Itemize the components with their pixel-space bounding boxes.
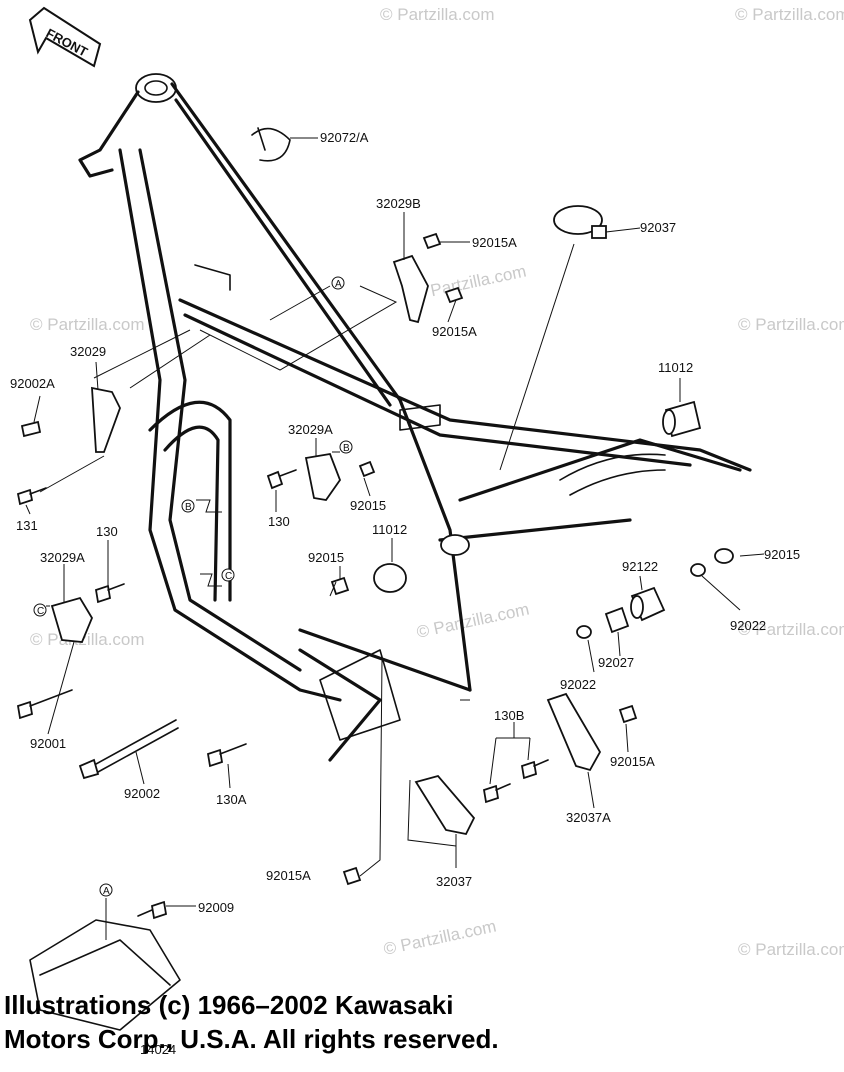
bracket-32029a bbox=[304, 452, 342, 501]
steering-head bbox=[135, 73, 177, 103]
watermark-text: © Partzilla.com bbox=[30, 315, 145, 334]
long-bolt-92002 bbox=[78, 758, 100, 780]
part-label: 92022 bbox=[560, 677, 596, 692]
part-label: 92022 bbox=[730, 618, 766, 633]
bracket-32029a-left bbox=[50, 596, 94, 643]
part-label: 92027 bbox=[598, 655, 634, 670]
part-label: 130 bbox=[268, 514, 290, 529]
ref-marker-a: A bbox=[335, 279, 342, 290]
part-label: 32029 bbox=[70, 344, 106, 359]
part-label: 32037 bbox=[436, 874, 472, 889]
link-32037 bbox=[414, 774, 476, 836]
copyright-line-2: Motors Corp., U.S.A. All rights reserved… bbox=[4, 1024, 499, 1054]
collar-92027 bbox=[604, 606, 630, 634]
nut-92015-right bbox=[714, 548, 734, 564]
part-label: 92009 bbox=[198, 900, 234, 915]
part-label: 32029A bbox=[40, 550, 85, 565]
nut-92015a-bottom bbox=[342, 866, 362, 886]
part-label: 130A bbox=[216, 792, 247, 807]
part-label: 130B bbox=[494, 708, 524, 723]
part-label: 131 bbox=[16, 518, 38, 533]
watermark-text: © Partzilla.com bbox=[382, 917, 498, 959]
part-label: 11012 bbox=[372, 522, 407, 537]
parts bbox=[16, 127, 734, 1031]
diagram-code: 14024 bbox=[140, 1042, 176, 1057]
watermark-text: © Partzilla.com bbox=[30, 630, 145, 649]
front-direction-badge: FRONT bbox=[28, 6, 102, 68]
ref-marker-c: C bbox=[37, 606, 44, 617]
part-label: 32029B bbox=[376, 196, 421, 211]
bracket-32029b bbox=[392, 254, 429, 324]
motorcycle-frame bbox=[78, 73, 752, 762]
bolt-130a bbox=[206, 748, 224, 768]
part-label: 32037A bbox=[566, 810, 611, 825]
nut-part bbox=[444, 286, 464, 304]
leader-lines bbox=[25, 137, 765, 940]
part-label: 92122 bbox=[622, 559, 658, 574]
bolt-part bbox=[20, 420, 42, 438]
ref-marker-c: C bbox=[225, 571, 232, 582]
reference-markers: A A B B C C bbox=[33, 276, 353, 897]
part-label: 11012 bbox=[658, 360, 693, 375]
part-label: 92002 bbox=[124, 786, 160, 801]
part-label: 92015A bbox=[472, 235, 517, 250]
skid-plate bbox=[29, 919, 181, 1031]
watermark-text: © Partzilla.com bbox=[738, 315, 844, 334]
part-label: 92072/A bbox=[320, 130, 369, 145]
watermark-text: © Partzilla.com bbox=[735, 5, 844, 24]
part-label: 32029A bbox=[288, 422, 333, 437]
copyright-notice: Illustrations (c) 1966–2002 Kawasaki Mot… bbox=[4, 988, 499, 1056]
link-32037a bbox=[546, 692, 602, 772]
clamp-part bbox=[251, 127, 291, 162]
washer-92022-right bbox=[690, 563, 706, 577]
copyright-line-1: Illustrations (c) 1966–2002 Kawasaki bbox=[4, 990, 454, 1020]
washer-92022-mid bbox=[576, 625, 592, 639]
part-label: 92001 bbox=[30, 736, 66, 751]
band-clamp-part bbox=[553, 205, 603, 235]
part-label: 92002A bbox=[10, 376, 55, 391]
part-label: 92015A bbox=[610, 754, 655, 769]
bolt-92001 bbox=[16, 700, 34, 720]
cap-part bbox=[373, 563, 407, 593]
part-label: 92015A bbox=[266, 868, 311, 883]
bolt-92009 bbox=[150, 900, 168, 920]
part-label: 92015A bbox=[432, 324, 477, 339]
watermark-text: © Partzilla.com bbox=[738, 940, 844, 959]
ref-marker-b: B bbox=[343, 443, 350, 454]
part-labels: 92072/A 32029B 92015A 92037 92015A 32029… bbox=[10, 130, 800, 1057]
part-label: 92037 bbox=[640, 220, 676, 235]
watermark-text: © Partzilla.com bbox=[380, 5, 495, 24]
part-label: 92015 bbox=[764, 547, 800, 562]
part-label: 130 bbox=[96, 524, 118, 539]
ref-marker-a: A bbox=[103, 886, 110, 897]
watermark-text: © Partzilla.com bbox=[415, 600, 531, 642]
part-label: 92015 bbox=[350, 498, 386, 513]
bolt-130b bbox=[520, 760, 538, 780]
watermark-text: © Partzilla.com bbox=[738, 620, 844, 639]
part-label: 92015 bbox=[308, 550, 344, 565]
nut-part bbox=[422, 232, 442, 250]
ref-marker-b: B bbox=[185, 502, 192, 513]
watermark-text: © Partzilla.com bbox=[412, 262, 528, 304]
bracket-32029 bbox=[91, 386, 121, 453]
